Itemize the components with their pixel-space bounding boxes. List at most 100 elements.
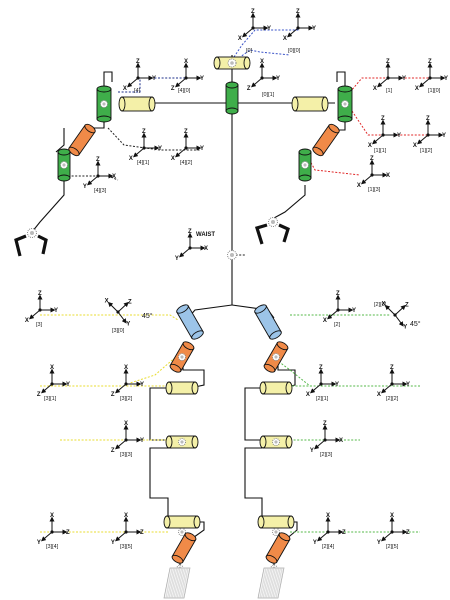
axis-label: Y	[276, 76, 280, 82]
axis-label: X	[368, 143, 372, 149]
frame-labels: [0][0][0][0][1][4][4][0][4][1][4][2][4][…	[36, 48, 441, 550]
axis-label: X	[50, 365, 54, 371]
axis-label: Y	[37, 540, 41, 546]
foot-hatch	[168, 567, 176, 599]
axis-label: X	[25, 318, 29, 324]
cylinder-body	[260, 515, 292, 529]
waist-gear-icon	[227, 250, 237, 260]
axis-label: X	[105, 299, 109, 305]
cylinder-body	[121, 96, 153, 112]
left-gripper-gear-icon	[27, 228, 37, 238]
axis-label: X	[306, 392, 310, 398]
left-arm-frame-line	[118, 77, 200, 93]
neck-joint	[225, 81, 239, 115]
cylinder-end	[213, 56, 221, 70]
gear-icon	[272, 353, 280, 361]
cylinder-end	[165, 435, 173, 449]
axis-label: X	[124, 365, 128, 371]
link	[244, 447, 263, 522]
head-frame-line	[231, 29, 300, 61]
axis-label: Z	[37, 392, 41, 398]
gear-hub	[230, 61, 234, 65]
foot-hatch	[172, 567, 179, 599]
axis-label: Y	[377, 540, 381, 546]
left-ankle-pitch-joint	[163, 515, 201, 529]
axis-arrow	[419, 77, 431, 88]
axis-arrow	[242, 27, 254, 38]
axis-arrow	[117, 311, 127, 324]
cylinder-end	[243, 56, 251, 70]
axis-arrow	[133, 147, 145, 158]
axis-label: X	[204, 246, 208, 252]
gear-icon	[60, 161, 68, 169]
foot-hatch	[181, 567, 189, 599]
axis-label: Z	[111, 392, 115, 398]
axis-label: Z	[96, 157, 100, 163]
axis-label: X	[184, 59, 188, 65]
axis-arrow	[310, 383, 322, 394]
axis-label: X	[129, 156, 133, 162]
right-foot	[257, 567, 285, 599]
right-ankle-pitch-joint	[257, 515, 295, 529]
axis-label: Y	[126, 322, 130, 328]
axis-label: Z	[128, 300, 132, 306]
axis-arrow	[394, 314, 404, 327]
axis-label: Z	[406, 530, 410, 536]
axis-label: X	[373, 86, 377, 92]
gear-icon	[272, 528, 280, 536]
link	[103, 71, 113, 90]
frame-label: [3][1]	[44, 396, 57, 402]
axis-label: Z	[296, 9, 300, 15]
cylinder-end	[96, 115, 112, 123]
gear-hub	[180, 440, 184, 444]
frame-label: [0]	[246, 48, 253, 54]
right-gripper	[254, 223, 290, 245]
frame-label: [2][0]	[374, 302, 387, 308]
axis-label: Z	[342, 530, 346, 536]
coordinate-frames: ZXYZXYXZYZXYXZYZXYZXYZYXZXYZXYZXYZXYZXXZ…	[25, 9, 448, 546]
cylinder-end	[321, 96, 329, 112]
axis-label: Y	[403, 325, 407, 331]
link	[149, 447, 172, 522]
axis-label: Z	[136, 59, 140, 65]
head-frame-line	[235, 49, 291, 61]
frame-label: [1][2]	[420, 148, 433, 154]
axis-label: Y	[66, 382, 70, 388]
cylinder-end	[263, 363, 276, 373]
gear-icon	[178, 438, 186, 446]
axis-arrow	[381, 383, 393, 394]
cylinder-end	[68, 146, 80, 157]
gear-icon	[178, 353, 186, 361]
frame-label: [0][1]	[262, 92, 275, 98]
axis-label: Y	[397, 133, 401, 139]
axis-label: X	[415, 86, 419, 92]
frame-label: [2][5]	[386, 544, 399, 550]
frame-label: [3][0]	[112, 328, 125, 334]
gear-hub	[343, 102, 347, 106]
frame-label: [1][0]	[428, 88, 441, 94]
axis-label: Y	[335, 382, 339, 388]
cylinder-end	[337, 115, 353, 123]
axis-arrow	[41, 383, 53, 394]
foot-hatch	[275, 567, 283, 599]
frame-label: [4][2]	[180, 160, 193, 166]
axis-arrow	[381, 531, 393, 542]
cylinder-end	[191, 330, 204, 340]
axis-arrow	[287, 27, 299, 38]
gear-icon	[100, 100, 108, 108]
foot-hatch	[266, 567, 273, 599]
foot-hatch	[165, 567, 173, 599]
cylinder-end	[298, 174, 312, 182]
cylinder-end	[84, 123, 96, 134]
axis-arrow	[372, 134, 384, 145]
axis-arrow	[87, 175, 99, 186]
axis-label: X	[323, 318, 327, 324]
cylinder-end	[259, 381, 267, 395]
cylinder-end	[118, 96, 126, 112]
foot-hatch	[178, 567, 186, 599]
axis-label: X	[386, 173, 390, 179]
cylinder-end	[184, 532, 197, 542]
axis-label: Z	[111, 448, 115, 454]
frame-label: [3][5]	[120, 544, 133, 550]
frame-label: [3][3]	[120, 452, 133, 458]
